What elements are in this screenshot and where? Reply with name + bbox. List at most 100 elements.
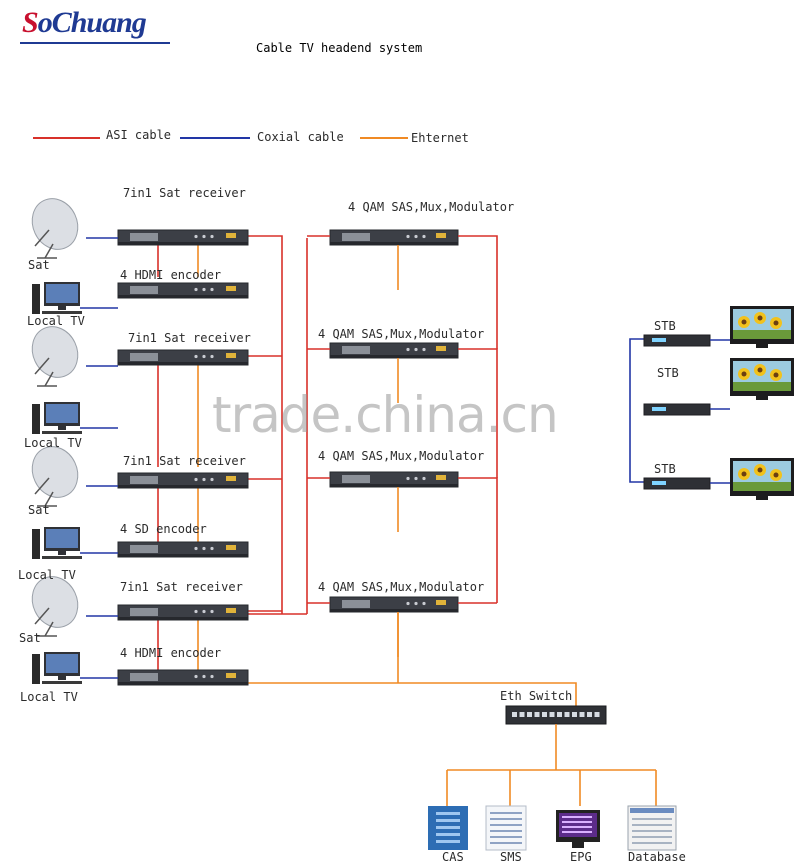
modulator-2-base bbox=[330, 484, 458, 487]
stb-label: STB bbox=[654, 319, 676, 333]
tv-icon bbox=[730, 306, 794, 348]
satellite-dish-icon bbox=[31, 576, 79, 637]
tv-icon-sunflower-center bbox=[757, 367, 763, 373]
switch-port bbox=[519, 712, 525, 717]
modulator-2-display bbox=[342, 475, 370, 483]
device-5-base bbox=[118, 617, 248, 620]
stb-label: STB bbox=[654, 462, 676, 476]
device-label: 7in1 Sat receiver bbox=[123, 186, 246, 200]
switch-label: Eth Switch bbox=[500, 689, 573, 703]
modulator-3-base bbox=[330, 609, 458, 612]
tv-icon-sunflower-center bbox=[773, 472, 779, 478]
eth-main-line bbox=[248, 682, 577, 706]
sms-server-icon-row bbox=[490, 842, 522, 844]
pc-icon-neck bbox=[58, 426, 66, 430]
modulator-0-display bbox=[342, 233, 370, 241]
switch-port bbox=[512, 712, 517, 717]
satellite-dish-icon-arm bbox=[34, 357, 50, 375]
device-0-button bbox=[210, 234, 214, 239]
tv-icon-sunflower-center bbox=[741, 471, 747, 477]
device-4-base bbox=[118, 554, 248, 557]
modulator-2-led bbox=[436, 475, 446, 480]
modulator-3 bbox=[329, 596, 459, 613]
satellite-dish-icon-stand bbox=[44, 491, 54, 507]
modulator-1-button bbox=[414, 347, 418, 352]
modulator-1-button bbox=[422, 347, 426, 352]
satellite-dish-icon-stand bbox=[44, 621, 54, 637]
device-6-display bbox=[130, 673, 158, 681]
satellite-dish-icon-arm bbox=[34, 229, 50, 247]
asi-modulator-chain bbox=[458, 348, 498, 478]
device-5-button bbox=[210, 609, 214, 614]
tv-icon-stand bbox=[756, 344, 768, 348]
device-4-button bbox=[202, 546, 206, 551]
modulator-0-button bbox=[414, 234, 418, 239]
asi-modulator-chain bbox=[458, 477, 498, 603]
modulator-0-button bbox=[406, 234, 410, 239]
epg-server-icon bbox=[556, 810, 600, 848]
switch-port bbox=[542, 712, 547, 717]
device-6 bbox=[117, 669, 249, 686]
device-1-button bbox=[210, 287, 214, 292]
legend-coax-label: Coxial cable bbox=[257, 130, 344, 144]
device-1-button bbox=[194, 287, 198, 292]
source-label: Sat bbox=[19, 631, 41, 645]
modulator-0-base bbox=[330, 242, 458, 245]
device-3-base bbox=[118, 485, 248, 488]
db-server-icon-row bbox=[632, 818, 672, 820]
satellite-dish-icon bbox=[31, 198, 79, 259]
switch-port bbox=[549, 712, 555, 717]
device-0-button bbox=[202, 234, 206, 239]
modulator-label: 4 QAM SAS,Mux,Modulator bbox=[318, 327, 485, 341]
device-2-display bbox=[130, 353, 158, 361]
server-label: SMS bbox=[500, 850, 522, 864]
stb-label: STB bbox=[657, 366, 679, 380]
modulator-3-button bbox=[422, 601, 426, 606]
switch-port bbox=[587, 712, 592, 717]
device-3 bbox=[117, 472, 249, 489]
stb-box-icon-display bbox=[652, 338, 666, 342]
modulator-label: 4 QAM SAS,Mux,Modulator bbox=[318, 449, 485, 463]
satellite-dish-icon-reflector bbox=[31, 326, 79, 378]
device-5-button bbox=[202, 609, 206, 614]
cas-server-icon-bar bbox=[436, 826, 460, 829]
db-server-icon-row bbox=[632, 830, 672, 832]
stb-box-icon-display bbox=[652, 407, 666, 411]
device-label: 7in1 Sat receiver bbox=[120, 580, 243, 594]
satellite-dish-icon-reflector bbox=[31, 198, 79, 250]
pc-icon-neck bbox=[58, 306, 66, 310]
device-6-button bbox=[210, 674, 214, 679]
legend-eth-label: Ehternet bbox=[411, 131, 469, 145]
device-1 bbox=[117, 282, 249, 299]
device-2-button bbox=[202, 354, 206, 359]
modulator-0 bbox=[329, 229, 459, 246]
device-label: 4 HDMI encoder bbox=[120, 268, 222, 282]
source-label: Sat bbox=[28, 503, 50, 517]
device-6-button bbox=[194, 674, 198, 679]
cas-server-icon-bar bbox=[436, 812, 460, 815]
source-label: Local TV bbox=[27, 314, 85, 328]
pc-icon-keyboard bbox=[42, 311, 82, 314]
satellite-dish-icon bbox=[31, 326, 79, 387]
switch-port bbox=[527, 712, 532, 717]
device-0-base bbox=[118, 242, 248, 245]
switch-port bbox=[594, 712, 600, 717]
stb-box-icon-display bbox=[652, 481, 666, 485]
watermark: trade.china.cn bbox=[212, 386, 559, 444]
device-label: 7in1 Sat receiver bbox=[128, 331, 251, 345]
device-3-button bbox=[194, 477, 198, 482]
logo-underline bbox=[20, 42, 170, 44]
device-2-button bbox=[194, 354, 198, 359]
tv-icon-grass bbox=[733, 382, 791, 391]
epg-server-icon-row bbox=[562, 821, 592, 823]
device-label: 4 SD encoder bbox=[120, 522, 207, 536]
pc-icon-tower bbox=[32, 404, 40, 434]
device-4 bbox=[117, 541, 249, 558]
server-label: EPG bbox=[570, 850, 592, 864]
modulator-1-led bbox=[436, 346, 446, 351]
modulator-2 bbox=[329, 471, 459, 488]
device-2 bbox=[117, 349, 249, 366]
coax-stb-bus bbox=[629, 338, 648, 483]
